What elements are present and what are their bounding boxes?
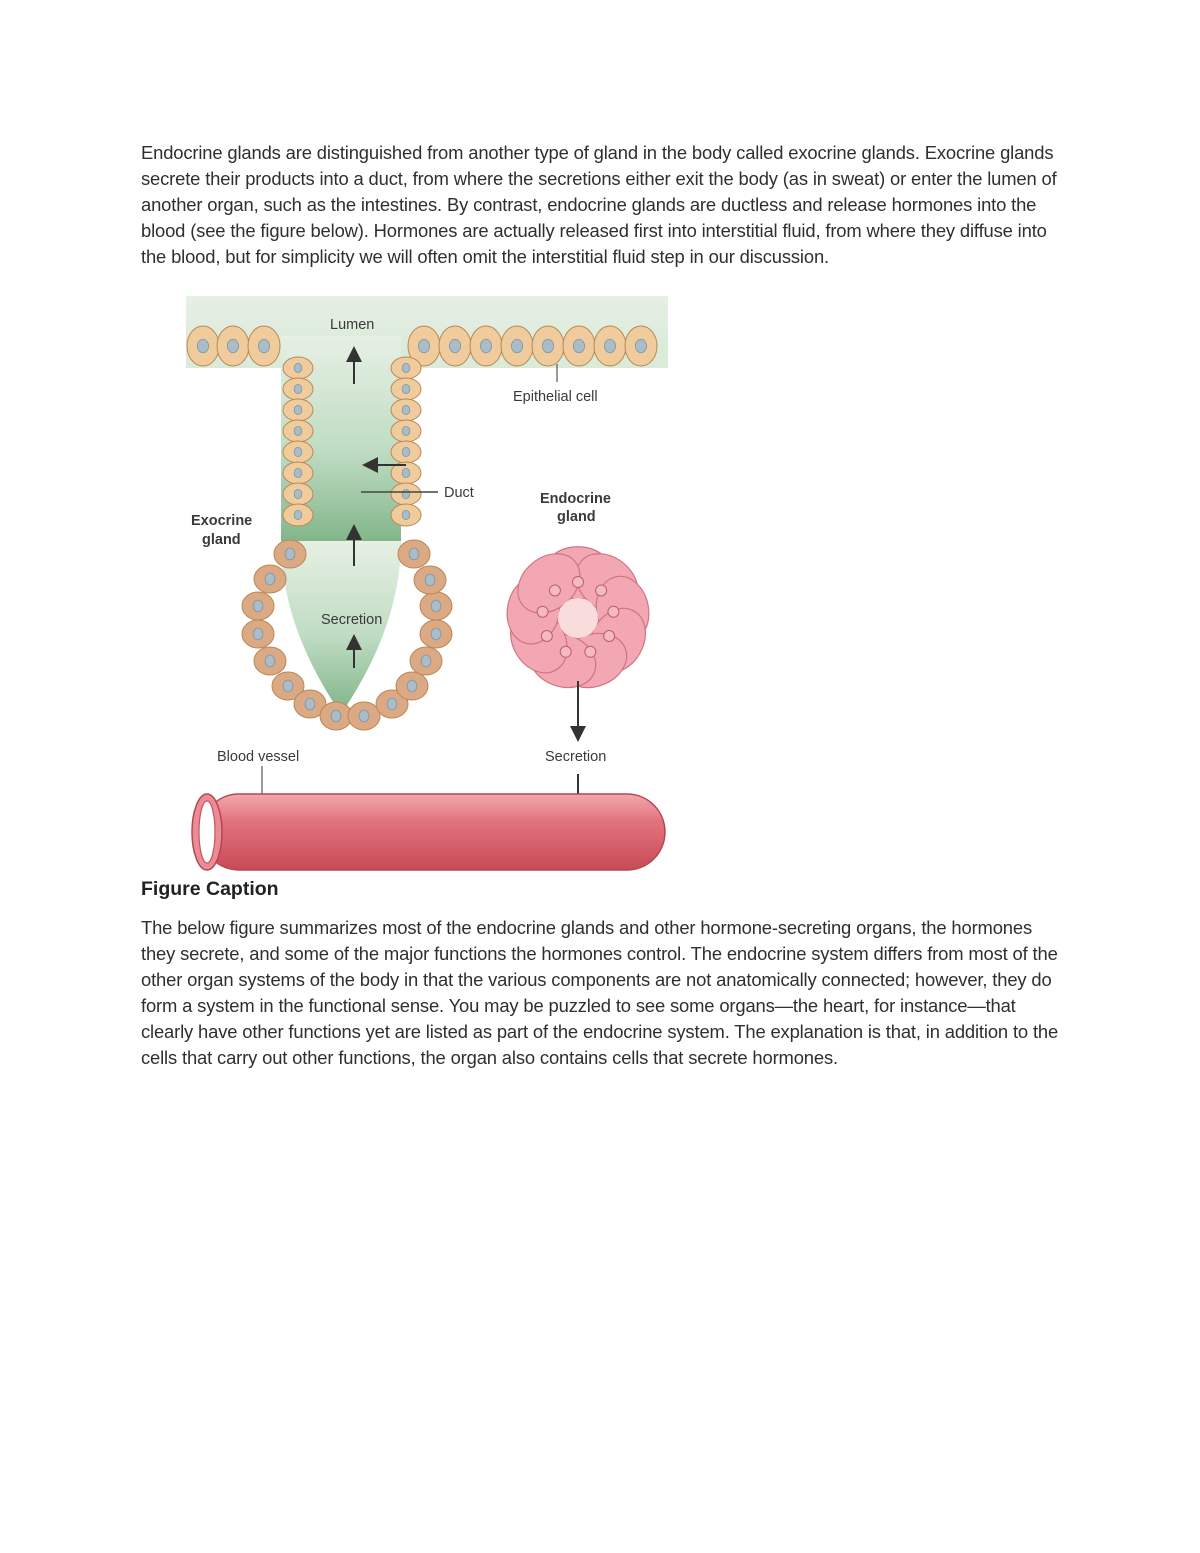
caption-paragraph: The below figure summarizes most of the … — [141, 917, 1059, 1068]
nucleus — [448, 338, 461, 354]
nucleus — [293, 446, 303, 458]
nucleus — [634, 338, 647, 354]
nucleus — [430, 599, 442, 613]
nucleus — [510, 338, 523, 354]
label-exocrine-1: Exocrine — [191, 513, 252, 529]
nucleus — [358, 709, 370, 723]
nucleus — [330, 709, 342, 723]
intro-paragraph: Endocrine glands are distinguished from … — [141, 142, 1057, 267]
nucleus — [293, 425, 303, 437]
nucleus — [584, 645, 597, 658]
nucleus — [386, 697, 398, 711]
nucleus — [401, 488, 411, 500]
nucleus — [572, 576, 584, 589]
nucleus — [607, 605, 620, 618]
nucleus — [264, 572, 276, 586]
nucleus — [401, 467, 411, 479]
nucleus — [406, 679, 418, 693]
label-lumen: Lumen — [330, 317, 374, 333]
label-duct: Duct — [444, 485, 474, 501]
nucleus — [536, 605, 549, 618]
label-endocrine-2: gland — [557, 509, 596, 525]
nucleus — [548, 584, 561, 597]
nucleus — [559, 645, 572, 658]
endocrine-gland-cluster — [506, 546, 650, 689]
gland-figure: Lumen Epithelial cell Duct Exocrine glan… — [186, 296, 668, 871]
nucleus — [227, 338, 240, 354]
nucleus — [572, 338, 585, 354]
nucleus — [293, 362, 303, 374]
nucleus — [304, 697, 316, 711]
nucleus — [252, 599, 264, 613]
label-blood-vessel: Blood vessel — [217, 749, 299, 765]
nucleus — [401, 425, 411, 437]
nucleus — [401, 383, 411, 395]
nucleus — [264, 654, 276, 668]
nucleus — [252, 627, 264, 641]
nucleus — [430, 627, 442, 641]
nucleus — [293, 404, 303, 416]
label-endocrine-1: Endocrine — [540, 491, 611, 507]
nucleus — [424, 573, 436, 587]
nucleus — [258, 338, 271, 354]
nucleus — [401, 404, 411, 416]
nucleus — [284, 547, 296, 561]
label-epithelial-cell: Epithelial cell — [513, 389, 598, 405]
nucleus — [293, 467, 303, 479]
nucleus — [417, 338, 430, 354]
label-exocrine-2: gland — [202, 532, 241, 548]
nucleus — [401, 362, 411, 374]
nucleus — [420, 654, 432, 668]
nucleus — [540, 629, 553, 642]
nucleus — [541, 338, 554, 354]
nucleus — [401, 446, 411, 458]
nucleus — [408, 547, 420, 561]
nucleus — [293, 509, 303, 521]
nucleus — [479, 338, 492, 354]
epithelial-cells — [186, 325, 658, 731]
nucleus — [293, 488, 303, 500]
nucleus — [595, 584, 608, 597]
nucleus — [196, 338, 209, 354]
nucleus — [603, 629, 616, 642]
nucleus — [603, 338, 616, 354]
blood-vessel — [191, 793, 666, 871]
nucleus — [401, 509, 411, 521]
label-secretion-exocrine: Secretion — [321, 612, 382, 628]
nucleus — [293, 383, 303, 395]
label-secretion-endocrine: Secretion — [545, 749, 606, 765]
nucleus — [282, 679, 294, 693]
figure-caption-heading: Figure Caption — [141, 878, 279, 900]
